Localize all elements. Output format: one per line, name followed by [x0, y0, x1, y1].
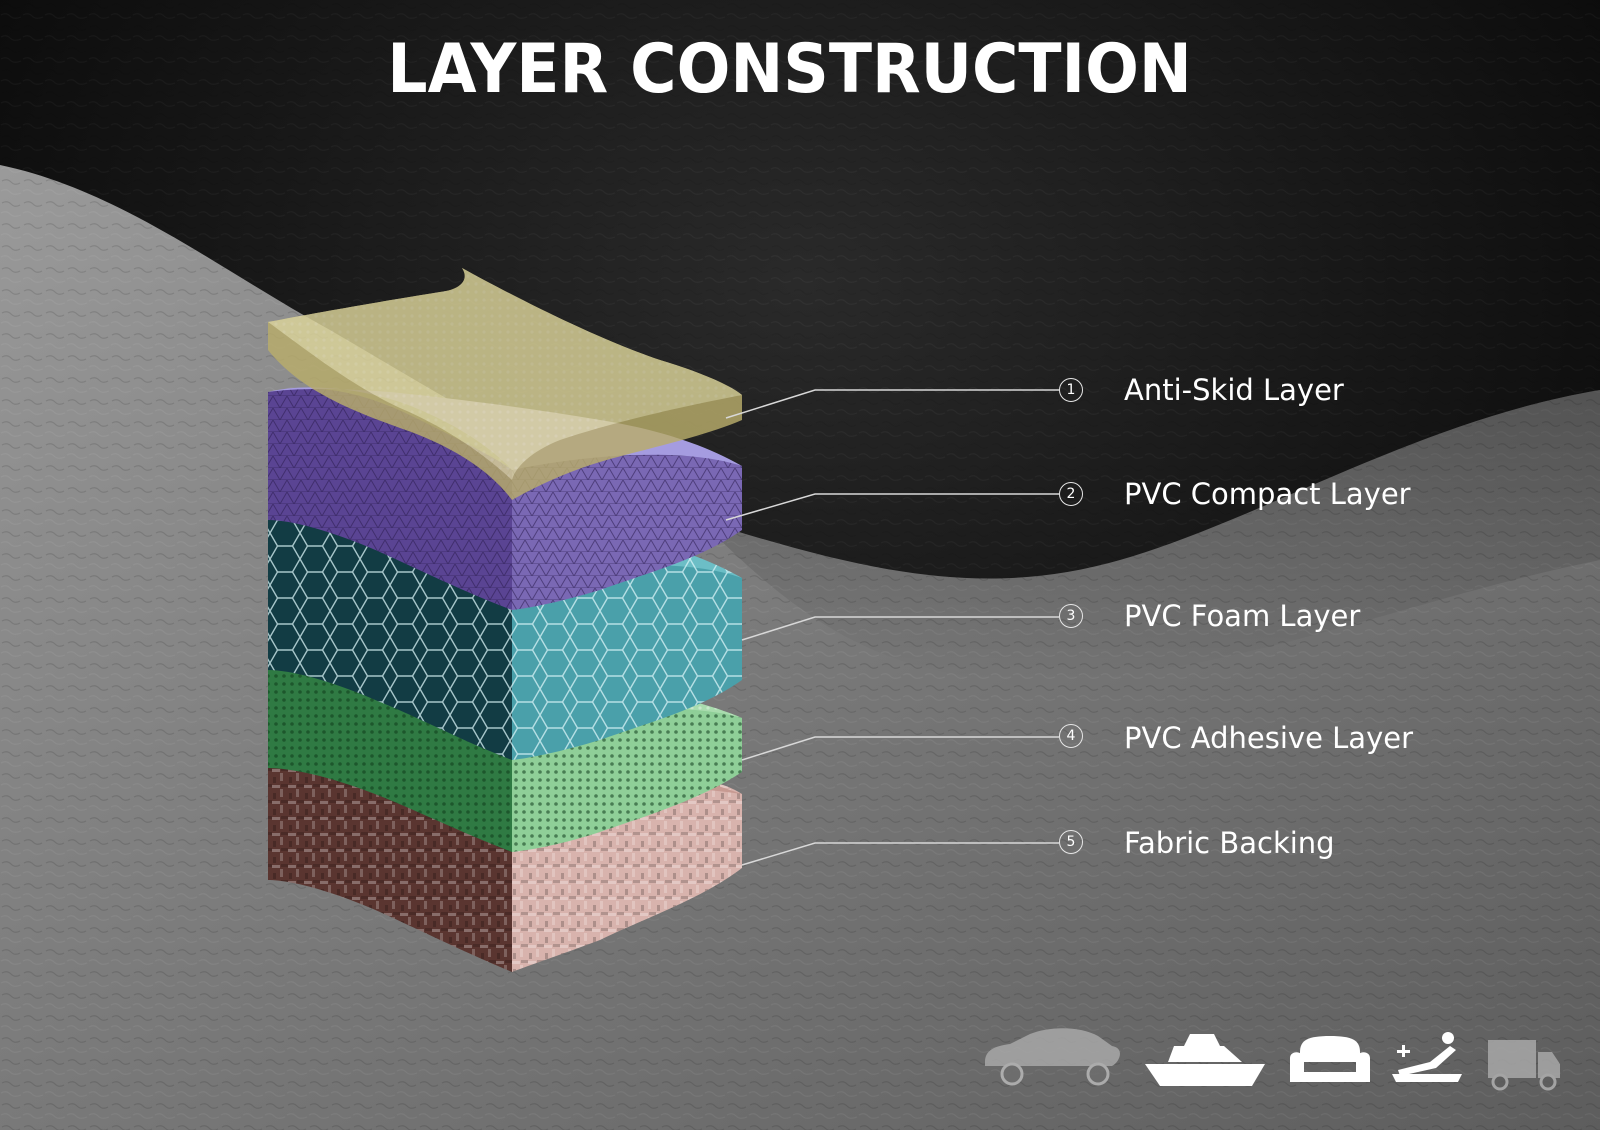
leader-line-5: [741, 842, 1059, 866]
leader-line-1: [725, 389, 1059, 419]
car-icon: [985, 1028, 1120, 1086]
layer-1-number: 1: [1059, 378, 1083, 402]
layer-3-label: PVC Foam Layer: [1124, 599, 1361, 633]
leader-line-3: [741, 616, 1059, 641]
layer-2-label: PVC Compact Layer: [1124, 477, 1411, 511]
page-title-text: LAYER CONSTRUCTION: [387, 30, 1193, 109]
layer-5-label: Fabric Backing: [1124, 826, 1335, 860]
layer-2-number: 2: [1059, 482, 1083, 506]
layer-4-label: PVC Adhesive Layer: [1124, 721, 1413, 755]
layer-5-number: 5: [1059, 830, 1083, 854]
medical-bed-icon: [1392, 1032, 1462, 1082]
truck-icon: [1488, 1040, 1560, 1091]
boat-icon: [1145, 1034, 1265, 1086]
sofa-icon: [1290, 1036, 1370, 1082]
layer-1-label: Anti-Skid Layer: [1124, 373, 1344, 407]
leader-line-2: [725, 493, 1059, 521]
layer-4-number: 4: [1059, 724, 1083, 748]
leader-line-4: [741, 736, 1059, 761]
page-title: LAYER CONSTRUCTION: [0, 30, 1600, 109]
leader-lines: [725, 389, 1059, 866]
layer-3-number: 3: [1059, 604, 1083, 628]
layer-1-anti-skid: [268, 268, 742, 500]
